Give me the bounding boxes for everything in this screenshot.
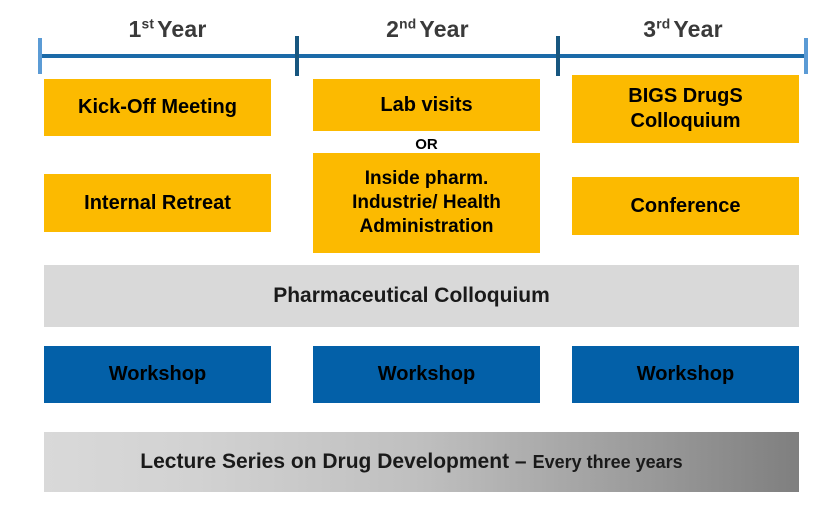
lecture-series-main-label: Lecture Series on Drug Development – xyxy=(140,450,527,473)
lecture-series-bar[interactable]: Lecture Series on Drug Development – Eve… xyxy=(44,432,799,492)
timeline-axis xyxy=(38,54,808,58)
pharmaceutical-colloquium-label: Pharmaceutical Colloquium xyxy=(273,284,550,307)
activity-box-inside-pharm-industrie-health-administration[interactable]: Inside pharm. Industrie/ Health Administ… xyxy=(313,153,540,253)
activity-label-line-3: Administration xyxy=(359,216,494,237)
year-3-ordinal: 3 xyxy=(643,16,657,42)
activity-label-line-1: Inside pharm. xyxy=(364,168,489,189)
activity-label-line-2: Industrie/ Health xyxy=(352,192,501,213)
activity-label: Conference xyxy=(630,194,741,217)
activity-label-line-1: BIGS DrugS xyxy=(628,85,743,107)
activity-label-line-2: Colloquium xyxy=(630,110,741,132)
activity-box-workshop-year2[interactable]: Workshop xyxy=(313,346,540,403)
activity-box-workshop-year1[interactable]: Workshop xyxy=(44,346,271,403)
year-1-ordinal: 1 xyxy=(128,16,142,42)
activity-box-kick-off-meeting[interactable]: Kick-Off Meeting xyxy=(44,79,271,136)
lecture-series-frequency-label: Every three years xyxy=(532,452,683,472)
or-text: OR xyxy=(415,136,438,153)
year-2-ordinal: 2 xyxy=(386,16,400,42)
lecture-series-text-group: Lecture Series on Drug Development – Eve… xyxy=(140,450,682,474)
activity-label: Workshop xyxy=(636,363,735,385)
activity-box-conference[interactable]: Conference xyxy=(572,177,799,235)
activity-box-lab-visits[interactable]: Lab visits xyxy=(313,79,540,131)
activity-label: Internal Retreat xyxy=(84,191,231,214)
timeline-tick-year2-year3 xyxy=(556,36,560,76)
timeline-tick-end xyxy=(804,38,808,74)
year-2-suffix: nd xyxy=(399,16,417,32)
year-3-suffix: rd xyxy=(656,16,671,32)
activity-label: Kick-Off Meeting xyxy=(78,96,237,118)
activity-box-internal-retreat[interactable]: Internal Retreat xyxy=(44,174,271,232)
year-1-suffix: st xyxy=(141,16,155,32)
activity-box-workshop-year3[interactable]: Workshop xyxy=(572,346,799,403)
timeline-tick-start xyxy=(38,38,42,74)
activity-box-bigs-drugs-colloquium[interactable]: BIGS DrugS Colloquium xyxy=(572,75,799,143)
or-connector-label: OR xyxy=(313,137,540,153)
year-1-word: Year xyxy=(157,16,207,42)
activity-label: Workshop xyxy=(108,363,207,385)
timeline-tick-year1-year2 xyxy=(295,36,299,76)
activity-label: Workshop xyxy=(377,363,476,385)
activity-label: Lab visits xyxy=(380,93,473,116)
year-2-word: Year xyxy=(419,16,469,42)
year-3-word: Year xyxy=(673,16,723,42)
pharmaceutical-colloquium-bar[interactable]: Pharmaceutical Colloquium xyxy=(44,265,799,327)
